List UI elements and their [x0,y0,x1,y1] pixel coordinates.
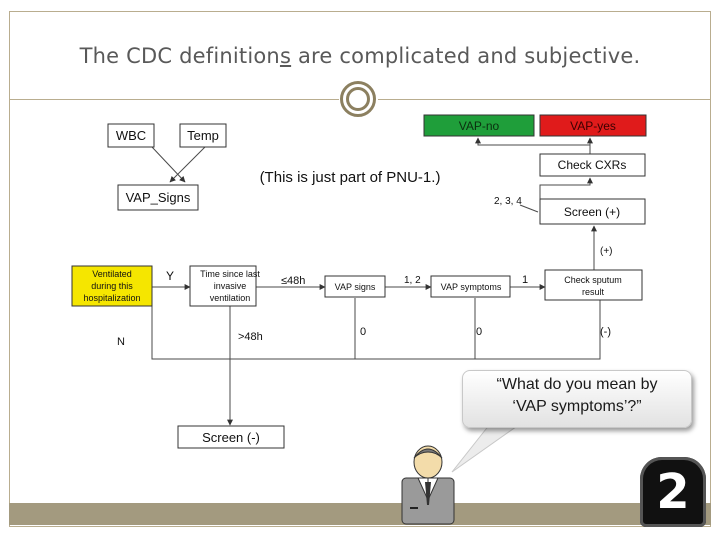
title-part-1: The CDC definition [79,44,280,68]
check-cxrs-box [539,153,646,177]
diagram-note: (This is just part of PNU-1.) [260,169,441,186]
check-cxrs-label: Check CXRs [558,158,627,172]
vap-signs-top-label: VAP_Signs [126,190,191,205]
temp-box [179,123,227,148]
time-since-label-1: Time since last [200,269,260,279]
vap-no-box [423,114,535,137]
edge-cxrs-vapno [475,137,591,156]
check-sputum-label-2: result [582,287,605,297]
speech-callout [462,370,692,428]
edge-label-y: Y [166,269,174,283]
vap-signs-label: VAP signs [335,282,376,292]
edge-label-one-two: 1, 2 [404,275,421,286]
edge-label-one: 1 [522,274,528,286]
slide-frame [9,11,711,527]
callout-line-1: “What do you mean by [496,376,658,393]
wbc-label: WBC [116,128,146,143]
ventilated-label-1: Ventilated [92,269,132,279]
ventilated-box [71,265,153,307]
edge-label-minus: (-) [600,326,611,338]
screen-neg-label: Screen (-) [202,430,260,445]
edge-label-two-three-four: 2, 3, 4 [494,196,522,207]
screen-pos-box [539,198,646,225]
vap-no-label: VAP-no [459,119,500,133]
check-sputum-box [544,269,643,301]
callout-pointer [451,423,522,473]
edge-label-gt48: >48h [238,331,263,343]
slide-title: The CDC definitions are complicated and … [0,44,720,68]
wbc-box [107,123,155,148]
vap-yes-label: VAP-yes [570,119,616,133]
time-since-label-2: invasive [214,281,247,291]
title-rule-right [378,99,711,100]
edge-sputum-minus [475,300,601,360]
temp-label: Temp [187,128,219,143]
vap-signs-box [324,275,386,298]
title-rule-left [9,99,339,100]
vap-symptoms-box [430,275,511,298]
vap-yes-box [539,114,647,137]
edge-wbc-signs [151,146,186,183]
edge-label-le48: ≤48h [281,275,305,287]
ornament-ring-icon [340,81,376,117]
bottom-bar [9,503,711,525]
vap-symptoms-label: VAP symptoms [441,282,502,292]
person-icon [401,445,455,525]
page-number-badge: 2 [640,457,706,527]
ventilated-label-2: during this [91,281,133,291]
edge-label-zero-b: 0 [476,326,482,338]
vap-signs-top-box [117,184,199,211]
edge-label-n: N [117,336,125,348]
callout-text: “What do you mean by ‘VAP symptoms’?” [462,374,692,418]
time-since-label-3: ventilation [210,293,251,303]
title-underlined-letter: s [279,44,292,68]
edge-temp-signs [169,146,206,183]
title-part-2: are complicated and subjective. [291,44,641,68]
screen-neg-box [177,425,285,449]
check-sputum-label-1: Check sputum [564,275,622,285]
time-since-box [189,265,257,307]
screen-pos-label: Screen (+) [564,205,620,219]
edge-label-zero-a: 0 [360,326,366,338]
ventilated-label-3: hospitalization [83,293,140,303]
edge-n-path [151,305,475,360]
callout-line-2: ‘VAP symptoms’?” [512,398,642,415]
edge-label-plus: (+) [600,246,613,257]
